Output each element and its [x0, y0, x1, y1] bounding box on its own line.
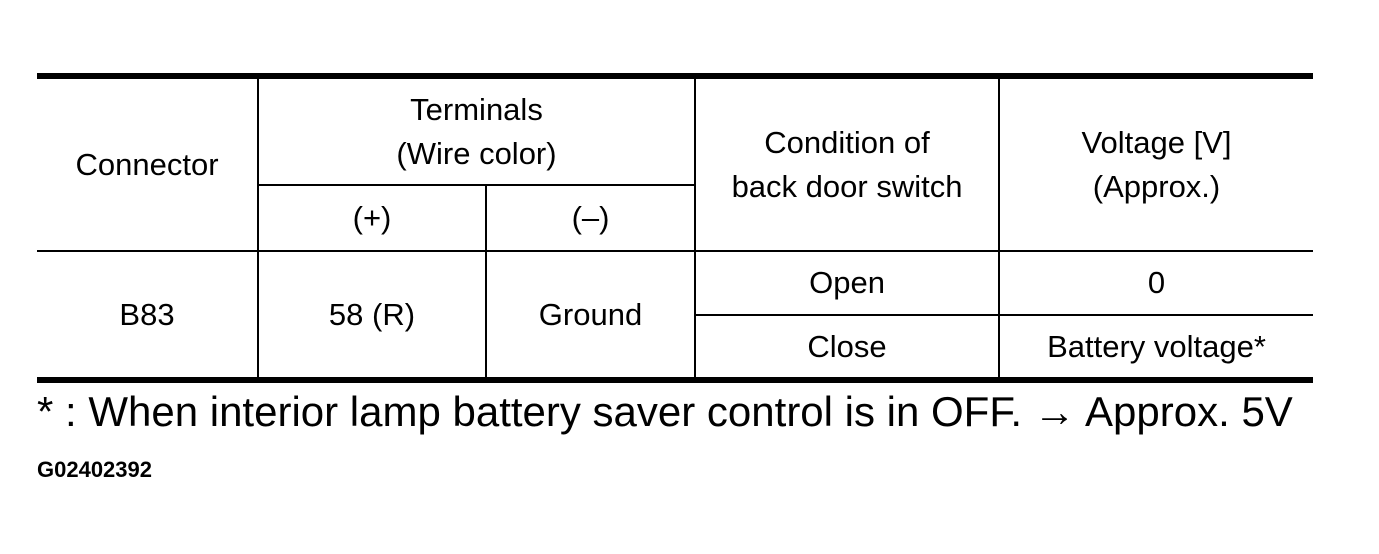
- header-voltage-line2: (Approx.): [1092, 168, 1221, 204]
- header-terminals-line1: Terminals: [410, 91, 543, 127]
- cell-condition-close: Close: [695, 314, 1001, 383]
- header-condition-line1: Condition of: [764, 124, 930, 160]
- table-row: Close Battery voltage*: [37, 314, 1314, 383]
- cell-terminal-plus: 58 (R): [257, 250, 487, 383]
- header-voltage: Voltage [V] (Approx.): [998, 73, 1314, 252]
- header-terminal-minus: (–): [484, 184, 697, 252]
- cell-condition-open: Open: [694, 250, 1001, 316]
- cell-voltage-close: Battery voltage*: [998, 314, 1314, 383]
- table-row: B83 58 (R) Ground Open 0: [37, 250, 1314, 383]
- cell-terminal-minus: Ground: [484, 250, 697, 383]
- header-condition-line2: back door switch: [731, 168, 963, 204]
- header-voltage-line1: Voltage [V]: [1081, 124, 1232, 160]
- voltage-spec-table: Connector Terminals (Wire color) Conditi…: [37, 73, 1314, 383]
- header-condition: Condition of back door switch: [694, 73, 1001, 252]
- cell-voltage-open: 0: [998, 250, 1314, 316]
- header-terminal-plus: (+): [258, 184, 487, 252]
- cell-connector: B83: [37, 250, 259, 383]
- header-terminals: Terminals (Wire color): [256, 73, 697, 186]
- header-connector: Connector: [37, 73, 259, 252]
- figure-code: G02402392: [37, 457, 152, 482]
- footnote: * : When interior lamp battery saver con…: [37, 388, 1293, 435]
- header-terminals-line2: (Wire color): [396, 135, 557, 171]
